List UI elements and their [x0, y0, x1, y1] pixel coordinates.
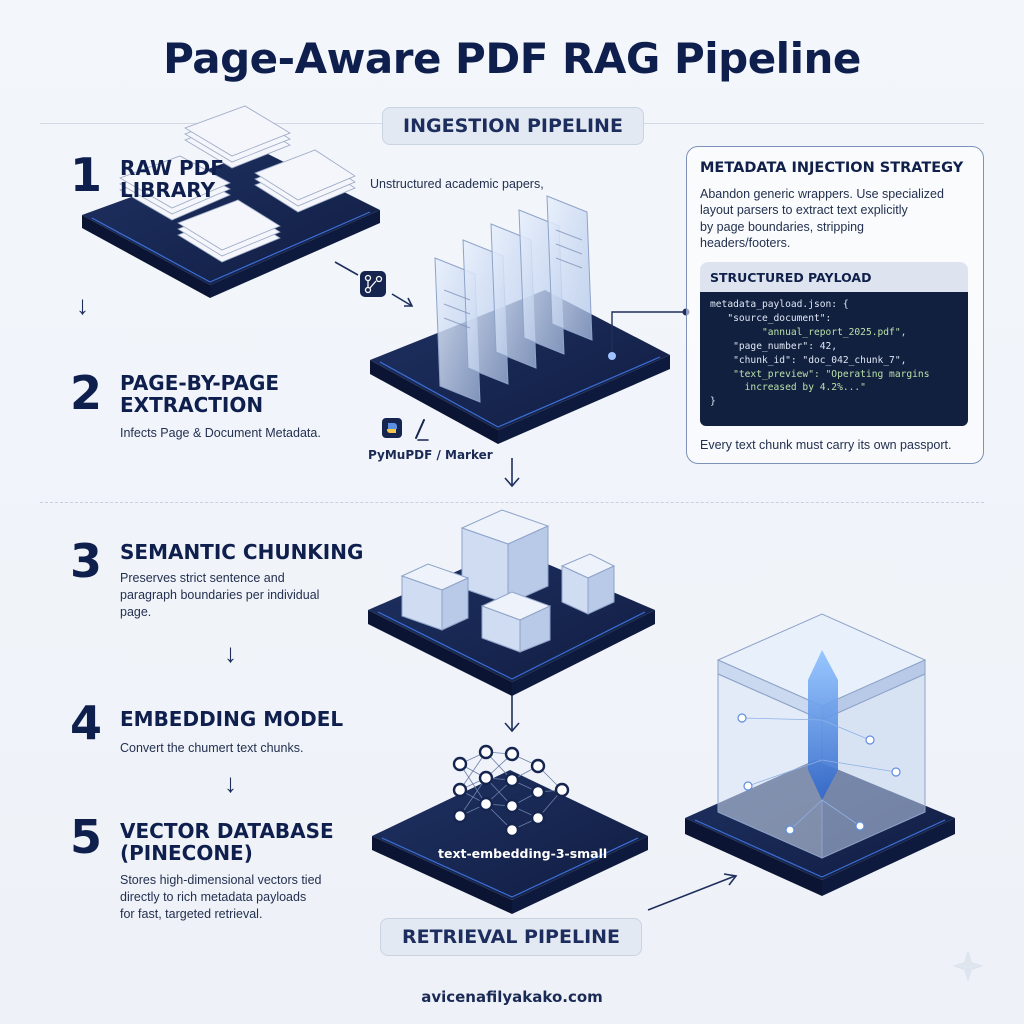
- step-3-number: 3: [70, 538, 102, 584]
- step-1-number: 1: [70, 152, 102, 198]
- code-line: }: [710, 395, 958, 409]
- embedding-platform: [372, 770, 648, 914]
- code-line: metadata_payload.json: {: [710, 298, 958, 312]
- workflow-icon: [360, 271, 386, 297]
- step-4-number: 4: [70, 700, 102, 746]
- structured-payload-header: STRUCTURED PAYLOAD: [700, 262, 968, 292]
- sparkle-icon: [952, 950, 984, 982]
- step-2-number: 2: [70, 370, 102, 416]
- payload-code-block: metadata_payload.json: { "source_documen…: [700, 292, 968, 426]
- step-3-title: SEMANTIC CHUNKING: [120, 541, 363, 563]
- step-4-desc: Convert the chumert text chunks.: [120, 740, 303, 757]
- step-1-desc: Unstructured academic papers,: [370, 176, 544, 193]
- metadata-panel-desc: Abandon generic wrappers. Use specialize…: [700, 186, 976, 251]
- vector-db-cube: [718, 614, 925, 858]
- retrieval-pipeline-label: RETRIEVAL PIPELINE: [380, 918, 642, 956]
- code-line: "source_document":: [710, 312, 958, 326]
- arrow-down-icon: ↓: [76, 292, 89, 318]
- code-line: "chunk_id": "doc_042_chunk_7",: [710, 354, 958, 368]
- step-4-title: EMBEDDING MODEL: [120, 708, 343, 730]
- footer-site: avicenafilyakako.com: [0, 988, 1024, 1006]
- code-line: increased by 4.2%...": [710, 381, 958, 395]
- step-5-number: 5: [70, 814, 102, 860]
- code-line: "annual_report_2025.pdf",: [710, 326, 958, 340]
- metadata-panel-footer: Every text chunk must carry its own pass…: [700, 438, 976, 452]
- code-line: "page_number": 42,: [710, 340, 958, 354]
- extraction-tool-label: PyMuPDF / Marker: [368, 448, 493, 462]
- pen-icon: [416, 420, 428, 440]
- metadata-panel-title: METADATA INJECTION STRATEGY: [700, 160, 963, 176]
- arrow-down-icon: ↓: [224, 640, 237, 666]
- code-line: "text_preview": "Operating margins: [710, 368, 958, 382]
- python-icon: [382, 418, 402, 438]
- step-5-title: VECTOR DATABASE(PINECONE): [120, 820, 334, 865]
- step-2-desc: Infects Page & Document Metadata.: [120, 425, 321, 442]
- arrow-down-icon: ↓: [224, 770, 237, 796]
- embedding-model-label: text-embedding-3-small: [438, 846, 607, 861]
